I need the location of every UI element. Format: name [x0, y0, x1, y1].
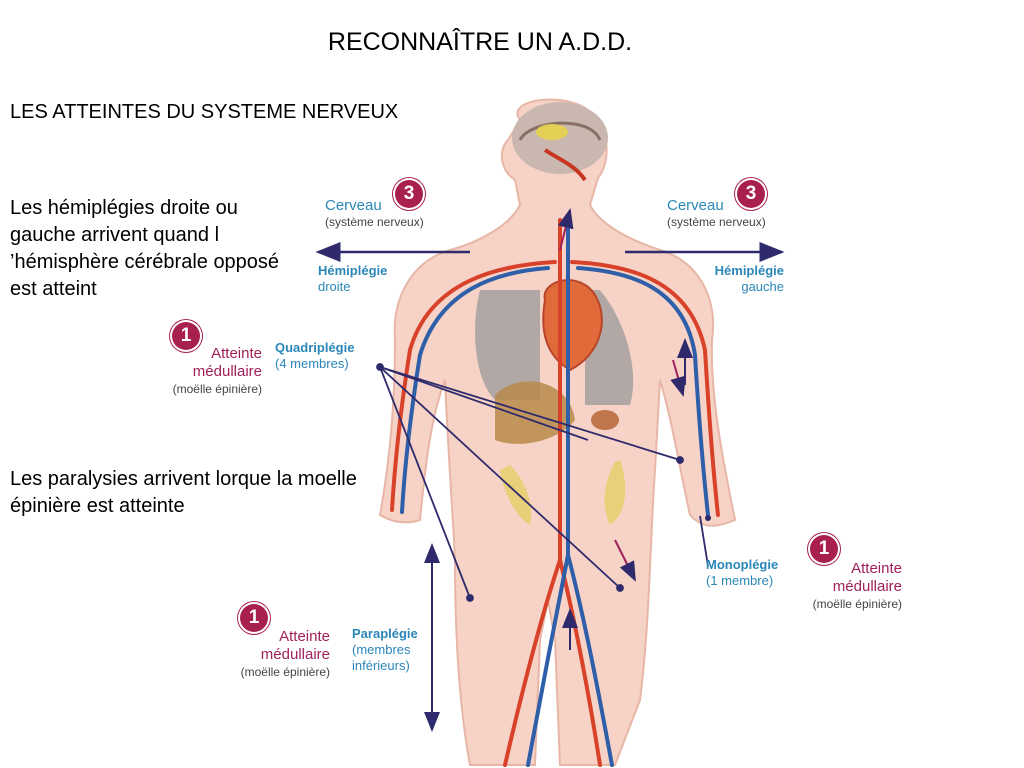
quadriplegie-pointers [376, 363, 684, 602]
monoplegie-pointer [699, 515, 709, 567]
cerveau-left-sub: (système nerveux) [325, 215, 424, 229]
atteinte-right-label: Atteinte médullaire (moëlle épinière) [790, 560, 902, 612]
badge-1-bottom: 1 [240, 604, 268, 632]
hemiplegie-droite-label: Hémiplégie droite [318, 263, 387, 295]
hemiplegie-gauche-sub: gauche [741, 279, 784, 294]
monoplegie-pointer-dot [705, 515, 711, 521]
paraplegie-label: Paraplégie (membres inférieurs) [352, 626, 418, 674]
badge-1-left: 1 [172, 322, 200, 350]
atteinte-left-sub: (moëlle épinière) [172, 382, 262, 396]
paragraph-hemiplegie: Les hémiplégies droite ou gauche arriven… [10, 197, 280, 300]
cerveau-right-label: Cerveau (système nerveux) [667, 198, 766, 230]
blood-vessels [390, 218, 720, 767]
hemiplegie-gauche-title: Hémiplégie [714, 263, 784, 278]
quadriplegie-sub: (4 membres) [275, 356, 349, 371]
atteinte-right-line2: médullaire [832, 578, 902, 595]
cerveau-right-sub: (système nerveux) [667, 215, 766, 229]
arrow-neck-up [557, 208, 574, 251]
slide-subtitle: LES ATTEINTES DU SYSTEME NERVEUX [10, 101, 399, 123]
cerveau-left-label: Cerveau (système nerveux) [325, 198, 424, 230]
atteinte-bottom-sub: (moëlle épinière) [240, 665, 330, 679]
intestine-right-illustration [604, 460, 626, 525]
atteinte-bottom-line2: médullaire [260, 646, 330, 663]
hemiplegie-droite-sub: droite [318, 279, 351, 294]
atteinte-right-sub: (moëlle épinière) [812, 597, 902, 611]
monoplegie-label: Monoplégie (1 membre) [706, 557, 778, 589]
quadriplegie-label: Quadriplégie (4 membres) [275, 340, 354, 372]
cerveau-left-title: Cerveau [325, 197, 382, 214]
atteinte-bottom-line1: Atteinte [279, 628, 330, 645]
arrow-leg-down [614, 539, 636, 582]
paraplegie-sub2: inférieurs) [352, 658, 410, 673]
monoplegie-sub: (1 membre) [706, 573, 774, 588]
atteinte-left-label: Atteinte médullaire (moëlle épinière) [150, 345, 262, 397]
badge-3-left: 3 [395, 180, 423, 208]
atteinte-bottom-label: Atteinte médullaire (moëlle épinière) [218, 628, 330, 680]
paragraph-paralysies: Les paralysies arrivent lorque la moelle… [10, 468, 357, 517]
atteinte-left-line1: Atteinte [211, 345, 262, 362]
brain-illustration [512, 102, 608, 182]
monoplegie-title: Monoplégie [706, 557, 779, 572]
quadriplegie-title: Quadriplégie [275, 340, 355, 355]
badge-1-right: 1 [810, 535, 838, 563]
badge-3-right: 3 [737, 180, 765, 208]
intestine-left-illustration [500, 465, 532, 525]
stomach-illustration [591, 410, 619, 430]
heart-illustration [542, 279, 603, 372]
slide-title: RECONNAÎTRE UN A.D.D. [327, 28, 633, 56]
hemiplegie-droite-title: Hémiplégie [318, 263, 388, 278]
cerveau-right-title: Cerveau [667, 197, 724, 214]
atteinte-left-line2: médullaire [192, 363, 262, 380]
arrow-arm-down [670, 359, 686, 397]
paraplegie-title: Paraplégie [352, 626, 418, 641]
atteinte-right-line1: Atteinte [851, 560, 902, 577]
paraplegie-sub1: (membres [352, 642, 411, 657]
hemiplegie-gauche-label: Hémiplégie gauche [700, 263, 784, 295]
